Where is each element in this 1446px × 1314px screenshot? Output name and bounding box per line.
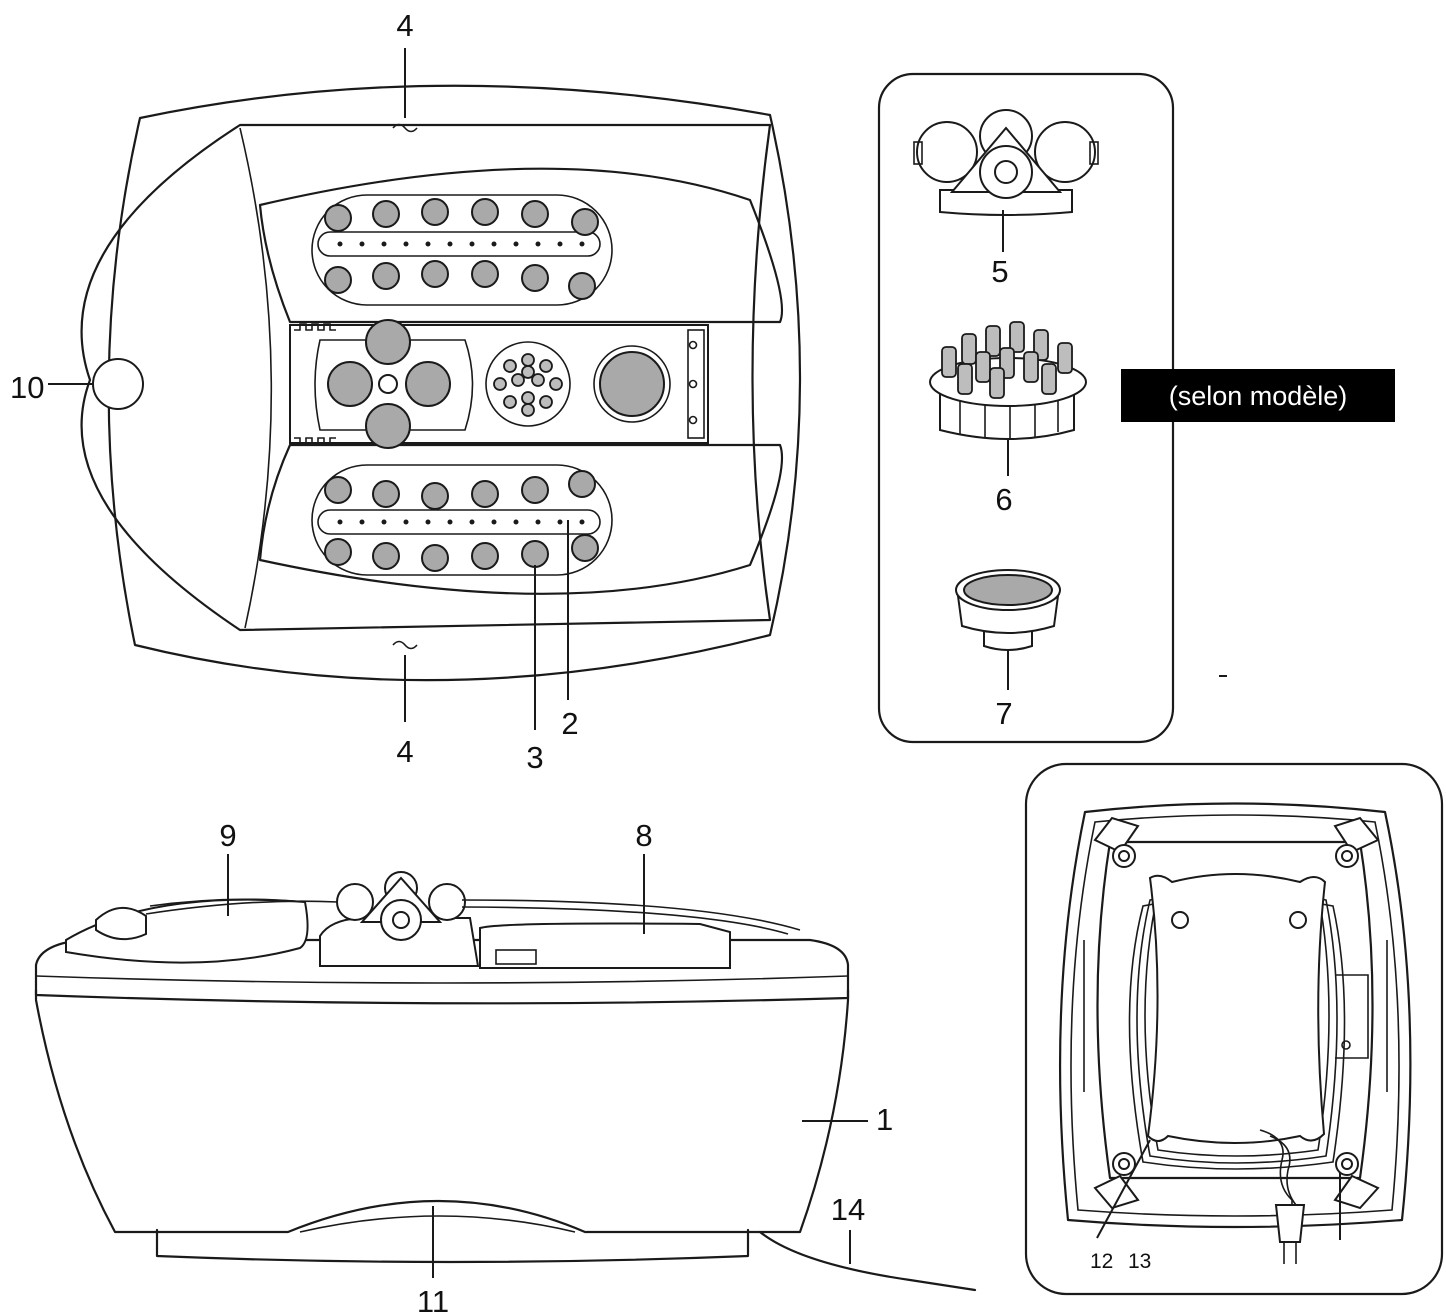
pumice-attachment [955, 569, 1061, 651]
callout-2: 2 [561, 706, 578, 741]
roller-attachment-top [327, 319, 451, 449]
control-knob-top [92, 358, 144, 410]
top-view: 4 4 10 3 2 [10, 8, 802, 775]
upper-massage-nodules [324, 198, 599, 300]
bottom-view-body [1058, 802, 1412, 1229]
splash-panel [479, 922, 731, 969]
callout-7: 7 [995, 696, 1012, 731]
model-note-text: (selon modèle) [1169, 381, 1348, 411]
callout-3: 3 [526, 740, 543, 775]
nodule-attachment [929, 321, 1087, 440]
side-view: 9 8 1 11 14 [34, 818, 977, 1314]
callout-9: 9 [219, 818, 236, 853]
lower-massage-nodules [324, 470, 599, 572]
bubble-jet-dots [337, 241, 585, 525]
bottom-view-panel: 12 13 [1024, 762, 1444, 1296]
callout-14: 14 [831, 1192, 865, 1227]
power-cord [758, 1230, 977, 1292]
callout-12: 12 [1090, 1250, 1113, 1273]
roller-attachment-side [336, 871, 466, 941]
callout-1: 1 [876, 1102, 893, 1137]
callout-5: 5 [991, 254, 1008, 289]
upper-footbed [258, 167, 784, 324]
callout-13: 13 [1128, 1250, 1151, 1273]
callout-8: 8 [635, 818, 652, 853]
attachments-panel: 5 6 [877, 72, 1175, 744]
top-view-outer-shell [107, 84, 802, 682]
nodule-attachment-top [485, 341, 571, 427]
model-note-badge [1121, 369, 1395, 422]
callout-4-top: 4 [396, 8, 413, 43]
rubber-feet [1093, 816, 1380, 1210]
callout-10: 10 [10, 370, 44, 405]
roller-attachment [913, 109, 1099, 216]
control-knob-side [95, 907, 147, 941]
side-view-body [34, 988, 850, 1234]
top-view-basin [80, 123, 772, 632]
callout-6: 6 [995, 482, 1012, 517]
callout-4-bottom: 4 [396, 734, 413, 769]
callout-11: 11 [417, 1284, 449, 1314]
power-plug [1259, 1129, 1306, 1264]
lower-footbed [258, 443, 784, 595]
pumice-attachment-top [599, 351, 665, 417]
